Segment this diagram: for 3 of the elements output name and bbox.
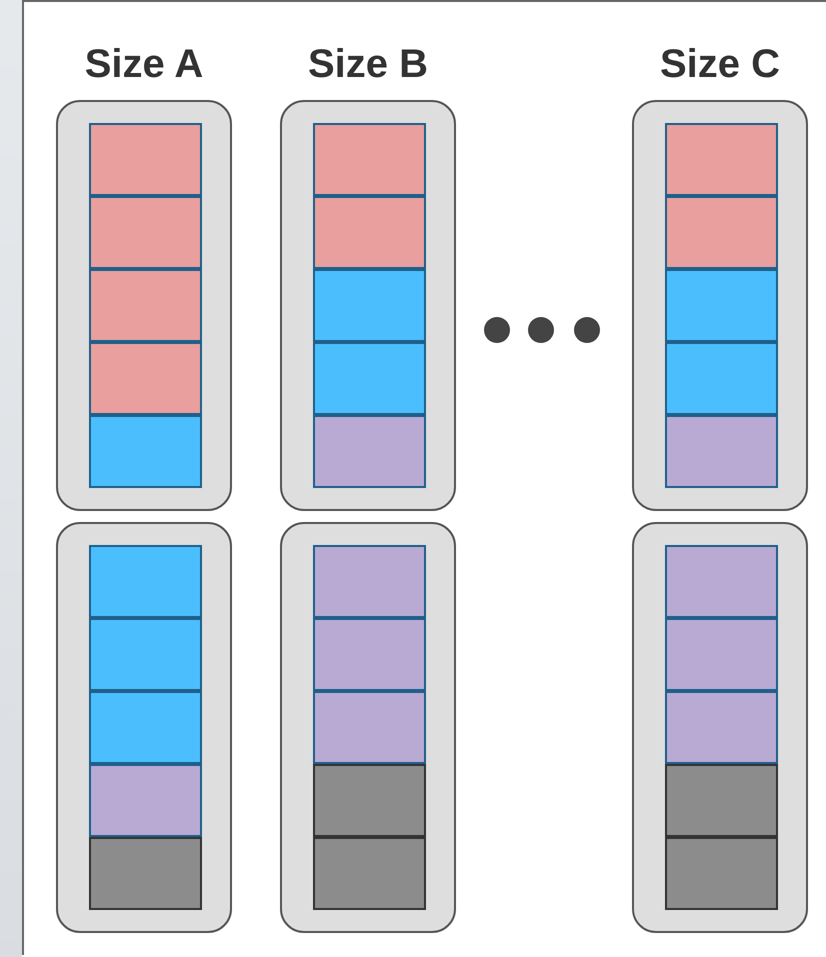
column-heading: Size B (306, 42, 430, 87)
column-heading: Size C (658, 42, 782, 87)
column-heading: Size A (84, 42, 204, 87)
